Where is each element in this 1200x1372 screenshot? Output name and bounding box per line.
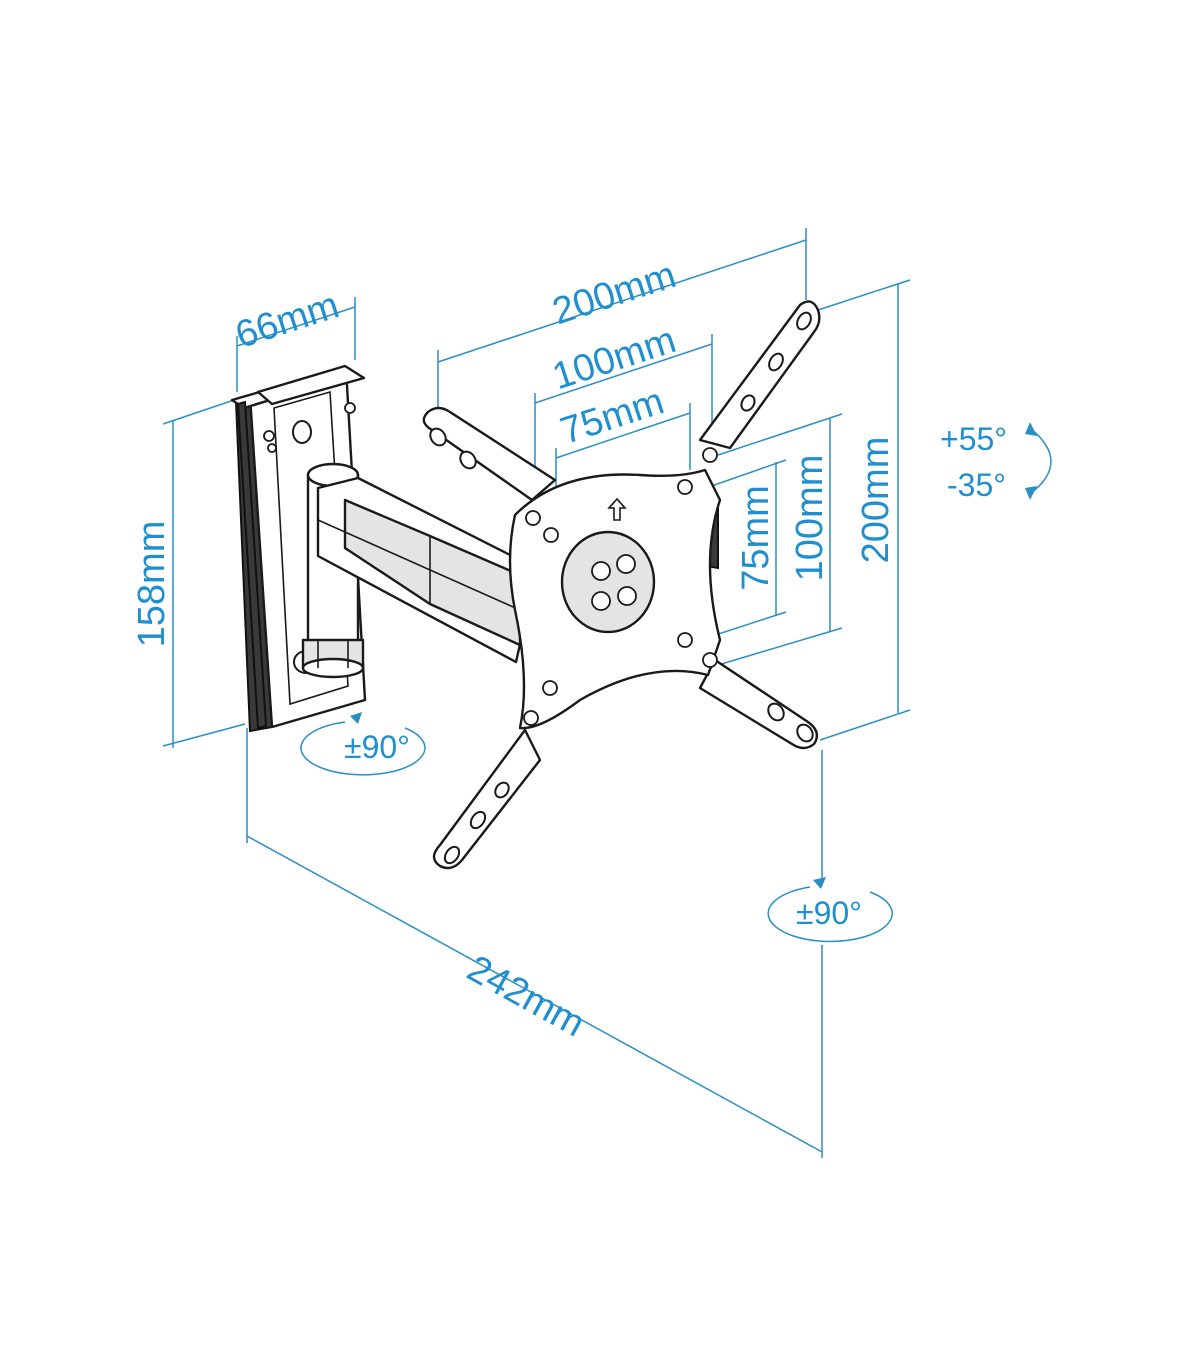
- tilt-arc: [1029, 427, 1052, 495]
- dimension-lines: [162, 228, 911, 1158]
- label-100mm-top: 100mm: [548, 319, 681, 398]
- rotation-arrow-icon: [813, 877, 826, 889]
- tilt-arrow-down-icon: [1025, 486, 1037, 500]
- label-158mm: 158mm: [131, 521, 173, 648]
- label-rotation: ±90°: [796, 895, 862, 931]
- swivel-ellipse: [300, 721, 426, 776]
- arrow-up-icon: [607, 497, 627, 521]
- label-66mm: 66mm: [231, 284, 344, 357]
- label-swivel: ±90°: [344, 729, 410, 765]
- label-tilt-down: -35°: [947, 467, 1006, 503]
- angle-labels: +55° -35° ±90° ±90°: [344, 421, 1007, 931]
- label-242mm: 242mm: [460, 948, 591, 1046]
- label-100mm-vertical: 100mm: [789, 455, 831, 582]
- angle-symbols: [300, 422, 1052, 943]
- rotation-ellipse: [767, 886, 893, 943]
- vesa-plate: [422, 300, 821, 870]
- label-200mm-vertical: 200mm: [855, 437, 897, 564]
- label-tilt-up: +55°: [940, 421, 1007, 457]
- tilt-arrow-up-icon: [1025, 422, 1037, 436]
- swing-arm: [301, 462, 719, 679]
- swivel-arrow-icon: [350, 712, 362, 724]
- label-75mm-vertical: 75mm: [735, 485, 777, 591]
